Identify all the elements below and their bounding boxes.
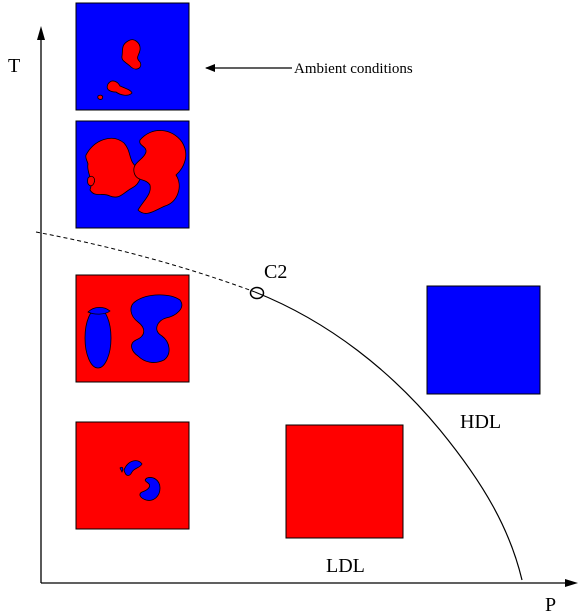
t-axis-label: T	[8, 55, 20, 77]
red-small-patches-box	[75, 421, 190, 530]
ambient-box	[75, 2, 190, 111]
ldl-label: LDL	[326, 555, 365, 577]
critical-point-label: C2	[264, 261, 287, 283]
p-axis-arrowhead	[565, 579, 578, 587]
t-axis-arrowhead	[37, 26, 45, 40]
coexistence-line-solid	[254, 291, 523, 581]
p-axis-label: P	[545, 594, 556, 615]
blue-dominant-box	[75, 120, 190, 229]
coexistence-line-dashed	[35, 231, 256, 293]
ambient-label: Ambient conditions	[294, 61, 413, 77]
critical-point-marker	[249, 286, 265, 300]
ldl-box	[285, 424, 404, 539]
red-dominant-box	[75, 274, 190, 383]
hdl-box	[426, 285, 541, 395]
hdl-label: HDL	[460, 411, 501, 433]
